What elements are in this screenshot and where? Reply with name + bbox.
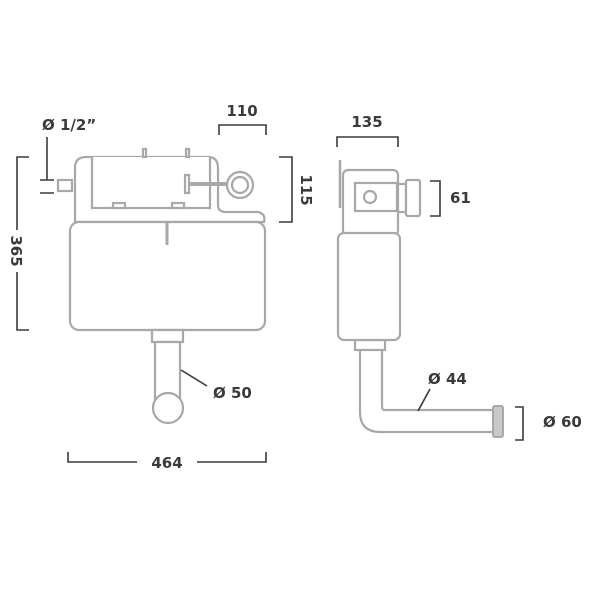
flush-pipe xyxy=(358,350,496,434)
inlet-stub xyxy=(56,178,74,193)
pipe-label: Ø 44 xyxy=(428,370,467,388)
outlet-label: Ø 50 xyxy=(213,384,252,402)
side-collar xyxy=(353,338,387,352)
outlet-leader xyxy=(180,369,208,387)
depth-dimension xyxy=(336,136,399,147)
connector xyxy=(396,182,408,214)
side-view: 135 61 Ø 44 Ø 60 xyxy=(336,113,582,441)
connector-label: 61 xyxy=(450,189,471,207)
rod-mount xyxy=(183,173,191,195)
outlet-collar xyxy=(150,328,185,344)
pin xyxy=(141,147,148,159)
width-dimension xyxy=(67,452,267,463)
inlet-label: Ø 1/2” xyxy=(42,116,96,134)
clip xyxy=(170,201,186,210)
side-tank xyxy=(336,231,402,342)
total-height-dimension xyxy=(16,156,29,331)
pipe-leader xyxy=(417,388,431,412)
total-height-label: 365 xyxy=(7,235,25,266)
connector-dimension xyxy=(430,180,441,217)
pipe-end-ring xyxy=(492,405,504,438)
outlet-end xyxy=(151,391,185,425)
connector-head xyxy=(404,178,422,218)
front-view: Ø 1/2” 110 115 365 Ø 50 464 xyxy=(7,102,315,472)
float-valve-inner xyxy=(230,175,250,195)
valve-width-label: 110 xyxy=(226,102,257,120)
pipe-end-label: Ø 60 xyxy=(543,413,582,431)
side-inlet-hole xyxy=(362,189,378,205)
upper-height-label: 115 xyxy=(297,174,315,205)
clip xyxy=(111,201,127,210)
pipe-end-dimension xyxy=(515,406,524,441)
depth-label: 135 xyxy=(351,113,382,131)
upper-height-dimension xyxy=(279,156,293,223)
width-label: 464 xyxy=(151,454,182,472)
valve-width-dimension xyxy=(218,124,267,135)
pin xyxy=(184,147,191,159)
inlet-dimension xyxy=(40,137,54,194)
